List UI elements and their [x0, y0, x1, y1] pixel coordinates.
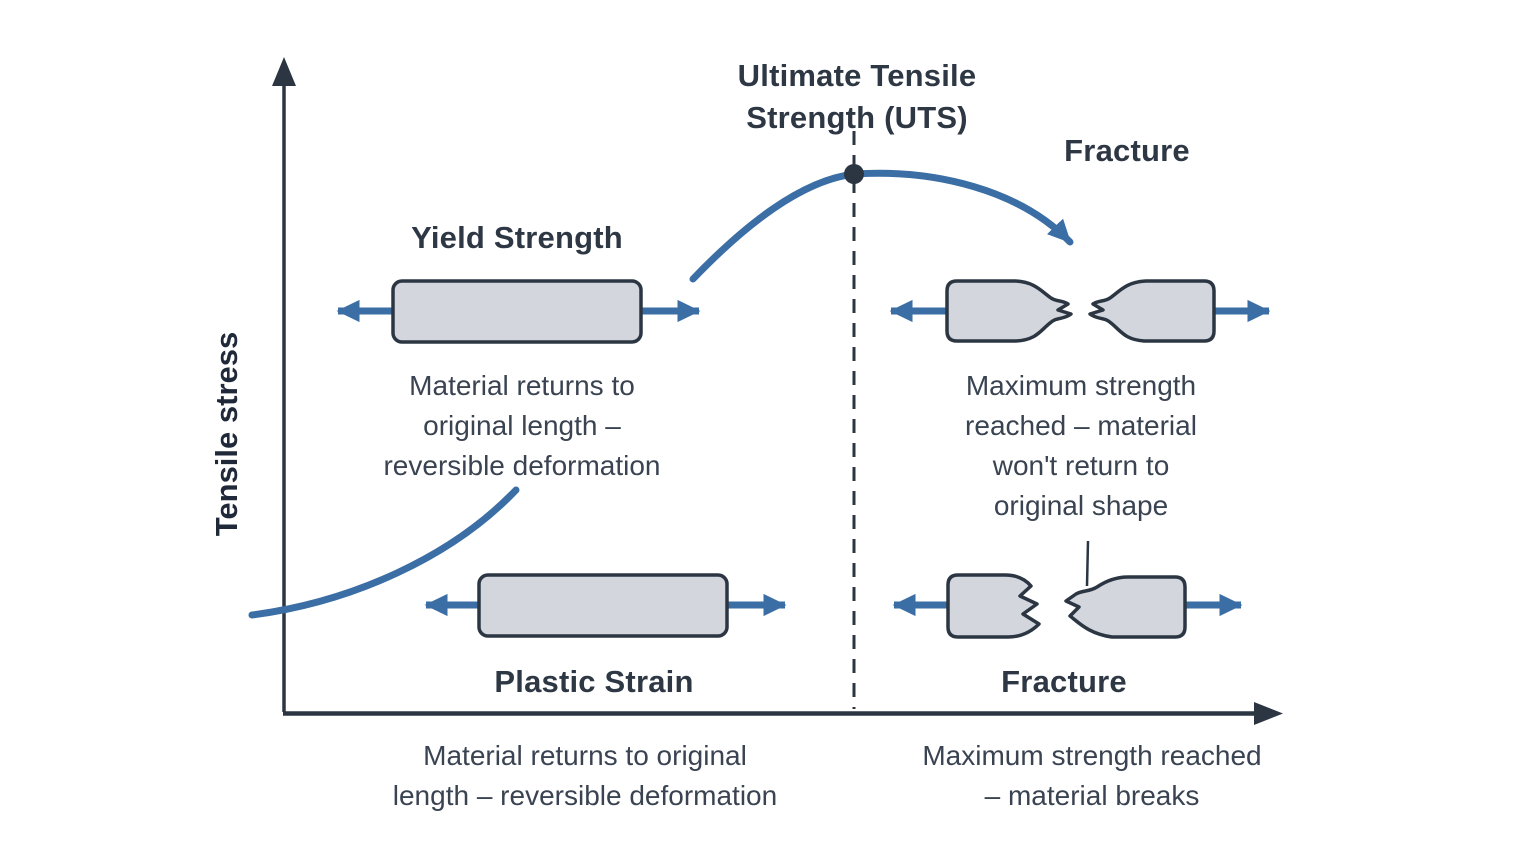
- x-axis-arrowhead-icon: [1254, 702, 1283, 725]
- fracture-region-caption-line1: Maximum strength reached: [922, 740, 1262, 771]
- specimen-yield: [336, 279, 701, 344]
- specimen-right-half: [1064, 575, 1187, 639]
- plastic-strain-label: Plastic Strain: [494, 664, 694, 699]
- y-axis-arrowhead-icon: [272, 57, 296, 86]
- yield-caption: Material returns to original length – re…: [322, 366, 722, 486]
- uts-caption-line1: Maximum strength: [965, 370, 1197, 401]
- specimen-left-half: [946, 573, 1041, 639]
- fracture-leader-line: [1085, 540, 1090, 587]
- fracture-top-label: Fracture: [1064, 133, 1190, 168]
- y-axis-label: Tensile stress: [209, 331, 244, 537]
- yield-caption-line1: Material returns to: [409, 370, 635, 401]
- elastic-region-caption-line1: Material returns to original: [423, 740, 747, 771]
- uts-title-line1: Ultimate Tensile: [737, 58, 977, 93]
- specimen-necked-broken: [889, 279, 1271, 343]
- specimen-bar: [477, 573, 729, 638]
- elastic-region-caption-line2: length – reversible deformation: [392, 780, 778, 811]
- specimen-right-half: [1088, 279, 1216, 343]
- specimen-left-half: [945, 279, 1073, 343]
- uts-title-line2: Strength (UTS): [746, 100, 968, 135]
- uts-title: Ultimate Tensile Strength (UTS): [657, 55, 1057, 139]
- specimen-fractured: [892, 540, 1243, 639]
- fracture-region-caption-line2: – material breaks: [984, 780, 1200, 811]
- specimen-plastic: [424, 573, 787, 638]
- stress-strain-curve-elastic: [248, 486, 520, 619]
- elastic-region-caption: Material returns to original length – re…: [325, 736, 845, 816]
- uts-peak-point: [844, 164, 864, 184]
- yield-caption-line2: original length –: [423, 410, 621, 441]
- yield-caption-line3: reversible deformation: [383, 450, 661, 481]
- uts-caption-line4: original shape: [993, 490, 1169, 521]
- fracture-region-caption: Maximum strength reached – material brea…: [852, 736, 1332, 816]
- uts-caption: Maximum strength reached – material won'…: [881, 366, 1281, 526]
- specimen-bar: [391, 279, 643, 344]
- uts-caption-line3: won't return to: [992, 450, 1170, 481]
- fracture-bottom-label: Fracture: [1001, 664, 1127, 699]
- stress-strain-curve-to-fracture: [689, 169, 1074, 283]
- yield-strength-label: Yield Strength: [411, 220, 623, 255]
- uts-caption-line2: reached – material: [965, 410, 1197, 441]
